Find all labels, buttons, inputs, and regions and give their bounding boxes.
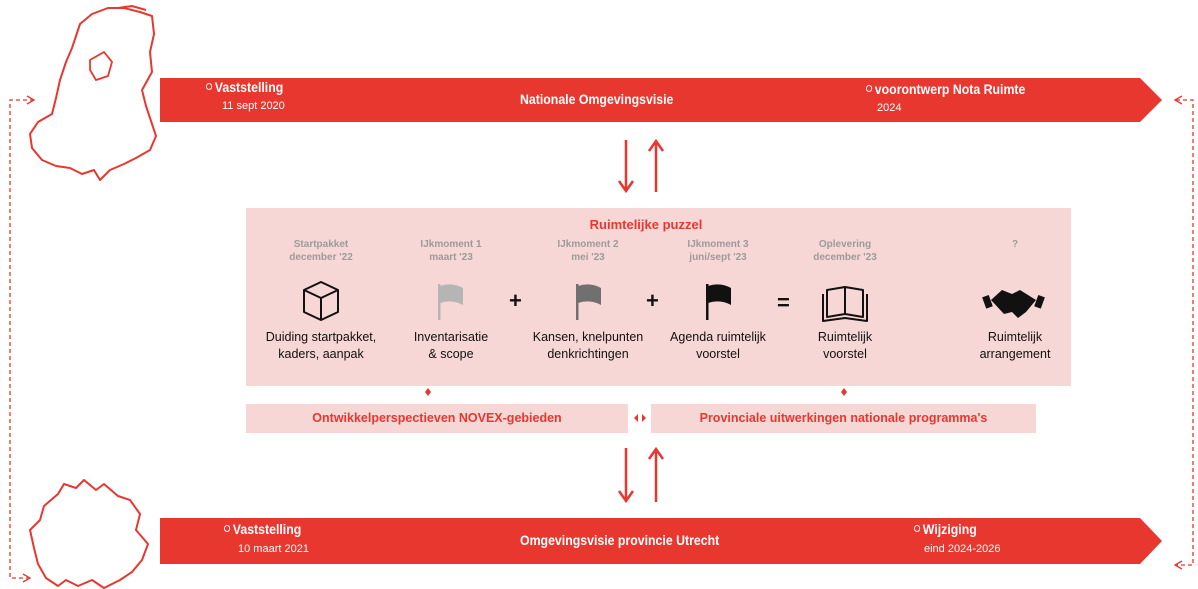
right-dashed-loop	[1176, 99, 1194, 566]
ijsselmeer-outline	[89, 50, 113, 82]
stage-label-2: arrangement	[979, 347, 1051, 361]
bottom-left-date: 10 maart 2021	[238, 543, 309, 555]
stage-ijkmoment-2: IJkmoment 2 mei '23	[528, 238, 648, 264]
plus-operator: +	[509, 288, 522, 313]
right-loop-arrow-bottom	[1173, 560, 1183, 570]
stage-ijkmoment-2-label: Kansen, knelpunten denkrichtingen	[528, 329, 648, 363]
netherlands-map-icon	[29, 7, 157, 181]
bottom-bar-title: Omgevingsvisie provincie Utrecht	[520, 532, 720, 548]
puzzle-title: Ruimtelijke puzzel	[589, 217, 703, 232]
stage-label-1: Kansen, knelpunten	[532, 330, 644, 344]
bottom-left-label: Vaststelling	[232, 521, 302, 537]
handshake-icon	[982, 290, 1045, 318]
stage-head-2: mei '23	[571, 252, 605, 263]
stage-oplevering: Oplevering december '23	[785, 238, 905, 264]
stage-label-2: voorstel	[823, 347, 867, 361]
milestone-dot-icon	[206, 82, 213, 90]
upper-exchange-arrows	[617, 138, 665, 194]
left-loop-arrow-top	[26, 95, 36, 105]
stage-label-1: Ruimtelijk	[987, 330, 1043, 344]
flag-light-icon	[438, 284, 463, 320]
stage-head-2: juni/sept '23	[689, 252, 747, 263]
left-dashed-loop	[9, 99, 34, 579]
wadden-islands	[117, 4, 147, 11]
book-icon	[822, 286, 868, 322]
plus-operator: +	[646, 288, 659, 313]
stage-label-2: voorstel	[696, 347, 740, 361]
stage-label-2: denkrichtingen	[547, 347, 629, 361]
top-right-milestone: voorontwerp Nota Ruimte	[866, 81, 1025, 97]
bottom-right-milestone: Wijziging	[914, 521, 977, 537]
top-left-date: 11 sept 2020	[222, 100, 285, 112]
stage-oplevering-label: Ruimtelijk voorstel	[785, 329, 905, 363]
bottom-timeline-bar	[160, 518, 1162, 564]
bottom-left-milestone: Vaststelling	[224, 521, 301, 537]
milestone-dot-icon	[866, 84, 873, 92]
equals-operator: =	[777, 290, 790, 315]
stage-head-2: december '23	[813, 252, 877, 263]
utrecht-map-icon	[29, 479, 149, 589]
provincial-box: Provinciale uitwerkingen nationale progr…	[651, 404, 1036, 433]
stage-label-1: Inventarisatie	[413, 330, 489, 344]
stage-ijkmoment-1-label: Inventarisatie & scope	[391, 329, 511, 363]
milestone-dot-icon	[224, 524, 231, 532]
top-left-label: Vaststelling	[214, 79, 284, 95]
stage-head-1: IJkmoment 3	[687, 239, 749, 250]
puzzle-panel	[246, 208, 1071, 386]
lower-exchange-arrows	[617, 446, 665, 504]
stage-ijkmoment-3: IJkmoment 3 juni/sept '23	[658, 238, 778, 264]
stage-head-2: maart '23	[429, 252, 473, 263]
stage-label-1: Ruimtelijk	[817, 330, 873, 344]
stage-arrangement: ?	[955, 238, 1075, 251]
stage-ijkmoment-1: IJkmoment 1 maart '23	[391, 238, 511, 264]
stage-label-1: Duiding startpakket,	[265, 330, 377, 344]
stage-label-2: kaders, aanpak	[278, 347, 364, 361]
flag-dark-icon	[706, 284, 731, 320]
box-icon	[303, 281, 339, 321]
stage-startpakket: Startpakket december '22	[261, 238, 381, 264]
left-loop-arrow-bottom	[22, 573, 32, 583]
stage-head-1: IJkmoment 1	[420, 239, 482, 250]
flag-medium-icon	[576, 284, 601, 320]
stage-head-2: december '22	[289, 252, 353, 263]
stage-head-1: Startpakket	[293, 239, 349, 250]
right-loop-arrow-top	[1173, 95, 1183, 105]
top-right-date: 2024	[877, 102, 902, 114]
stage-head-1: ?	[1011, 239, 1019, 250]
stage-head-1: IJkmoment 2	[557, 239, 619, 250]
bottom-right-date: eind 2024-2026	[924, 543, 1001, 555]
stage-label-1: Agenda ruimtelijk	[670, 330, 766, 344]
milestone-dot-icon	[914, 524, 921, 532]
top-left-milestone: Vaststelling	[206, 79, 283, 95]
stage-ijkmoment-3-label: Agenda ruimtelijk voorstel	[658, 329, 778, 363]
stage-label-2: & scope	[428, 347, 474, 361]
top-right-label: voorontwerp Nota Ruimte	[874, 81, 1026, 97]
bottom-right-label: Wijziging	[922, 521, 977, 537]
small-connectors	[425, 388, 847, 422]
stage-arrangement-label: Ruimtelijk arrangement	[955, 329, 1075, 363]
novex-box: Ontwikkelperspectieven NOVEX-gebieden	[246, 404, 628, 433]
top-timeline-bar	[160, 78, 1162, 122]
stage-startpakket-label: Duiding startpakket, kaders, aanpak	[261, 329, 381, 363]
stage-head-1: Oplevering	[818, 239, 872, 250]
top-bar-title: Nationale Omgevingsvisie	[520, 91, 674, 107]
